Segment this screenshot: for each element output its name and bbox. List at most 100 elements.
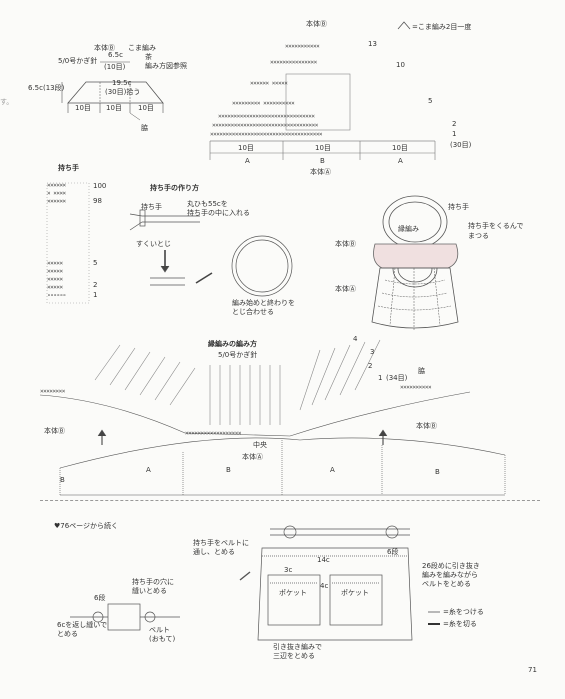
return-note: 6cを返し縫いで [57,621,108,629]
hook-size: 5/0号かぎ針 [58,57,98,65]
stitch-row: ×××××× ××××× [250,80,288,87]
bag-body-a: 本体Ⓐ [335,285,356,293]
row-label: 1 [93,291,98,299]
row-label: 100 [93,182,107,190]
stitch-row: ×××××××××××××××××××××××××××××××××××× [210,131,323,138]
slip-note: 26段めに引き抜き [422,562,480,570]
handle-chart [46,182,90,304]
row-label: 2 [93,281,98,289]
chart-ref: 編み方図参照 [145,62,187,70]
pocket-rows: 6段 [387,548,399,556]
bag-illustration [371,195,459,330]
section-label: B [226,466,231,474]
sew-note: 引き抜き編みで [273,643,322,651]
section-label: B [320,157,325,165]
dim-base: 19.5c [112,79,132,87]
slip-note: ベルトをとめる [422,580,471,588]
pass-note: 持ち手をベルトに [193,539,249,547]
pocket-width: 14c [317,556,330,564]
stitch-row: ××××× [47,276,63,283]
stitch-row: ××××××××× ×××××××××× [232,100,295,107]
decrease-legend: =こま編み2目一度 [412,23,472,31]
count-label: 10目 [315,144,331,152]
body-b-chart-title: 本体Ⓑ [306,20,327,28]
belt-label: ベルト [149,626,170,634]
stitch-row: ×××××××××××××××××××××××××××××××××× [212,122,318,129]
wrap-note: 持ち手をくるんで [468,222,524,230]
edging-body-a: 本体Ⓐ [242,453,263,461]
stitch-row: ××××× [47,284,63,291]
body-a-label: 本体Ⓐ [310,168,331,176]
handle-chart-title: 持ち手 [58,164,79,172]
handle-hole-note: 縫いとめる [132,587,167,595]
stitch-row: ××××× [47,260,63,267]
total-count: (30目) [450,141,472,149]
belt-side: (おもて) [149,635,176,643]
handle-method-drawing [129,209,293,297]
dim-top-count: (10目) [104,63,126,71]
bag-handle-label: 持ち手 [448,203,469,211]
handle-method-title: 持ち手の作り方 [150,184,199,192]
section-label: A [146,466,151,474]
stitch-row: ×××××××××××××××××× [185,430,242,437]
pocket-diagram [239,525,413,641]
page-number: 71 [528,666,537,674]
edging-body-b: 本体Ⓑ [44,427,65,435]
continued-note: ♥76ページから続く [54,522,119,530]
return-note: とめる [57,630,78,638]
pocket-w: 4c [320,582,329,590]
small-trapezoid-diagram [61,61,164,121]
belt-detail-drawing [70,603,180,631]
bag-body-b: 本体Ⓑ [335,240,356,248]
pass-note: 通し、とめる [193,548,235,556]
handle-hole-note: 持ち手の穴に [132,578,174,586]
stitch-row: ××××××××××× [285,43,320,50]
body-b-chart [209,73,436,160]
stitch-note: すくいとじ [136,240,171,248]
edging-hook: 5/0号かぎ針 [218,351,258,359]
section-label: B [60,476,65,484]
edging-center: 中央 [253,441,267,449]
row-label: 2 [452,120,457,128]
row-label: 4 [353,335,358,343]
dim-side: 6.5c(13段) [28,84,65,92]
dim-top: 6.5c [108,51,123,59]
dim-base-count: (30目)拾う [105,88,141,96]
base-count: 10目 [138,104,154,112]
stitch-row: ××××××××××××××××××××××××××××××× [218,113,315,120]
edging-side: 脇 [418,367,425,375]
stitch-row: ×××××××× [40,388,65,395]
decrease-symbol [397,21,411,30]
base-count: 10目 [106,104,122,112]
belt-rows: 6段 [94,594,106,602]
row-label: 5 [93,259,98,267]
stitch-row: ×××××××××× [400,384,432,391]
core-note: 持ち手の中に入れる [187,209,250,217]
row-label: 3 [370,348,375,356]
stitch-row: ×××××× [47,198,66,205]
pocket-label: ポケット [341,589,369,597]
handle-label: 持ち手 [141,203,162,211]
join-note: 編み始めと終わりを [232,299,295,307]
pocket-height: 3c [284,566,293,574]
yarn-color: 茶 [145,53,152,61]
small-diagram-title: 本体Ⓑ [94,44,115,52]
edging-body-b: 本体Ⓑ [416,422,437,430]
row-label: 1 [378,374,383,382]
section-label: A [330,466,335,474]
row-label: 10 [396,61,405,69]
stitch-row: ××××× [47,268,63,275]
count-label: 10目 [392,144,408,152]
row-label: 5 [428,97,433,105]
core-note: 丸ひも55cを [187,200,228,208]
edging-title: 縁編みの編み方 [208,340,257,348]
edging-chart [39,339,506,496]
slip-note: 編みを編みながら [422,571,478,579]
join-note: とじ合わせる [232,308,274,316]
section-divider [40,500,540,501]
margin-text: す。 [0,98,14,106]
side-note: 脇 [141,124,148,132]
stitch-row: ××××××××××××××× [270,59,317,66]
row-label: 2 [368,362,373,370]
